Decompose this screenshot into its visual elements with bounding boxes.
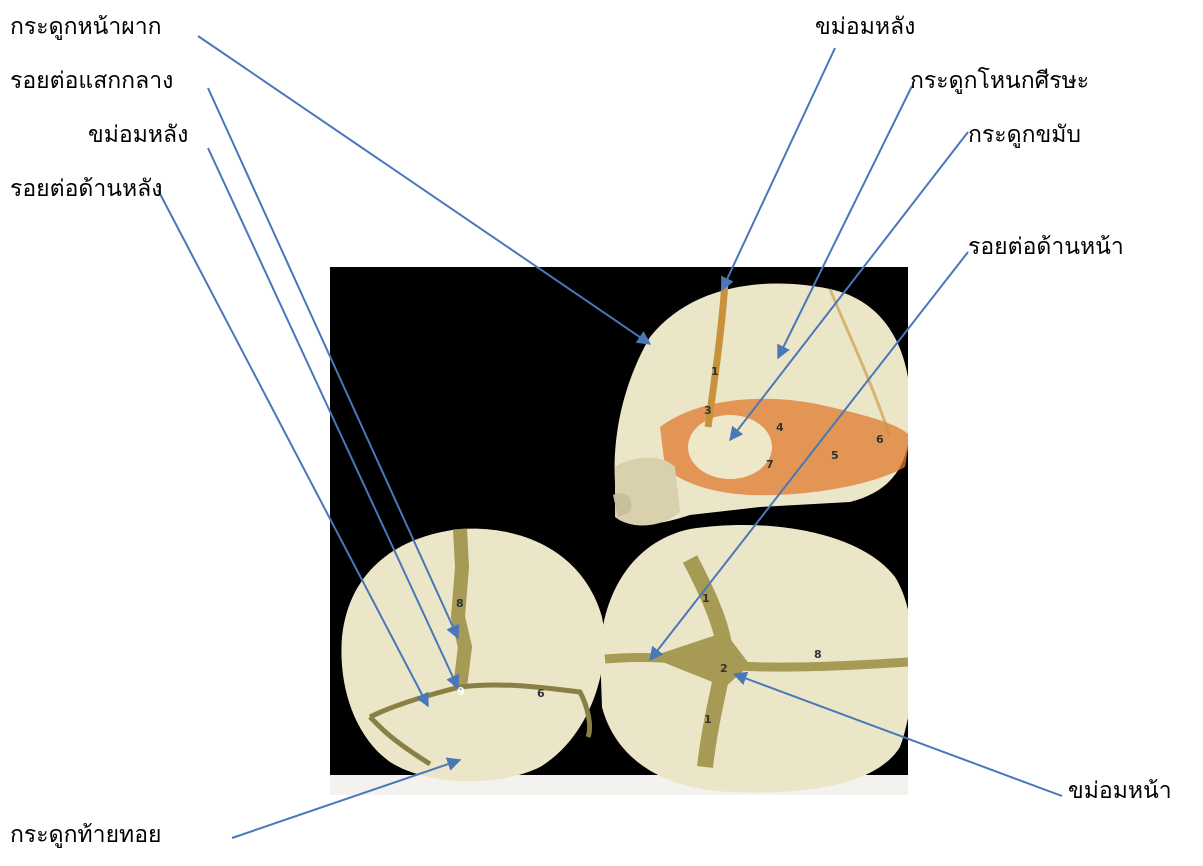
lateral-num-3: 3 [704, 404, 712, 417]
label-sagittal-suture: รอยต่อแสกกลาง [10, 70, 173, 93]
superior-num-8: 8 [814, 648, 822, 661]
label-lambdoid-suture: รอยต่อด้านหลัง [10, 178, 162, 201]
label-occipital-bone: กระดูกท้ายทอย [10, 824, 162, 847]
skull-photograph: 1 3 4 5 6 7 8 9 6 1 2 8 1 [330, 267, 908, 795]
label-parietal-bone: กระดูกโหนกศีรษะ [910, 70, 1089, 93]
posterior-num-8: 8 [456, 597, 464, 610]
lateral-num-4: 4 [776, 421, 784, 434]
posterior-num-6: 6 [537, 687, 545, 700]
lateral-num-1: 1 [711, 365, 719, 378]
label-anterior-fontanelle: ขม่อมหน้า [1068, 780, 1172, 803]
label-posterior-fontanelle-right: ขม่อมหลัง [815, 16, 915, 39]
label-posterior-fontanelle-left: ขม่อมหลัง [88, 124, 188, 147]
posterior-num-9: 9 [457, 685, 465, 698]
superior-skull-view: 1 2 8 1 [595, 525, 908, 793]
lateral-num-7: 7 [766, 458, 774, 471]
lateral-num-6: 6 [876, 433, 884, 446]
posterior-skull-view: 8 9 6 [341, 529, 604, 782]
lateral-num-5: 5 [831, 449, 839, 462]
label-temporal-bone: กระดูกขมับ [968, 124, 1081, 147]
label-coronal-suture: รอยต่อด้านหน้า [968, 236, 1124, 259]
arrow-posterior-fontanelle-right [722, 48, 835, 290]
superior-num-1-bottom: 1 [704, 713, 712, 726]
superior-num-1-top: 1 [702, 592, 710, 605]
label-frontal-bone: กระดูกหน้าผาก [10, 16, 162, 39]
superior-num-2: 2 [720, 662, 728, 675]
